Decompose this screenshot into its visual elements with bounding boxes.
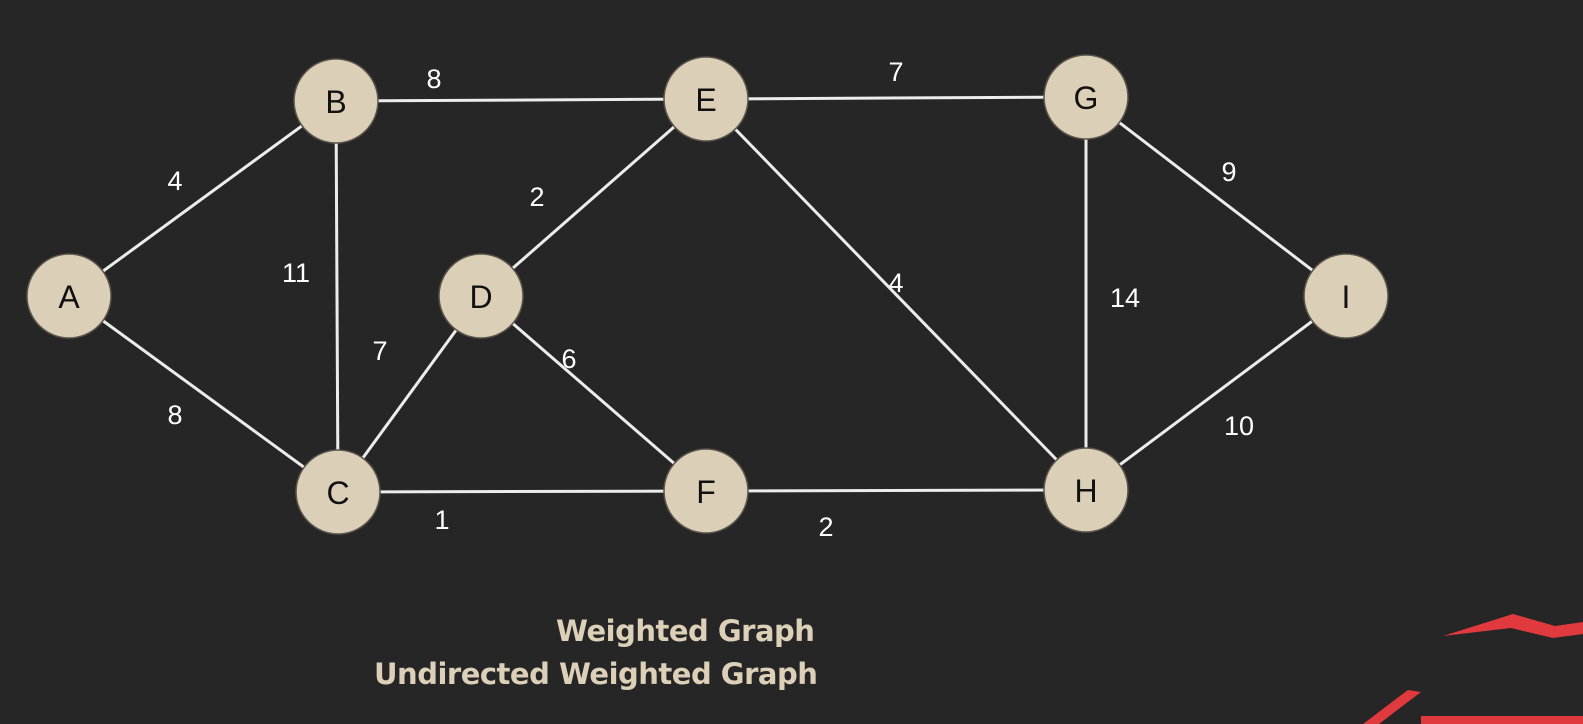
node-circle-i [1303,253,1389,339]
caption-weighted-graph: Weighted Graph [556,614,815,648]
edge-weight-d-f: 6 [561,344,576,374]
node-circle-a [26,253,112,339]
caption-undirected-weighted-graph: Undirected Weighted Graph [374,657,818,691]
node-e: E [663,56,749,142]
node-label-h: H [1074,473,1097,509]
node-circle-e [663,56,749,142]
edge-f-h [705,488,1087,493]
node-circle-b [293,58,379,144]
edge-a-c [68,294,339,494]
edges-layer [68,95,1347,494]
edge-weight-b-e: 8 [426,64,441,94]
node-f: F [663,448,749,534]
node-label-d: D [469,279,492,315]
logo-swoosh-top [1443,614,1583,638]
node-g: G [1043,54,1129,140]
node-c: C [295,449,381,535]
edge-weight-f-h: 2 [818,512,833,542]
weights-layer: 4 8 11 8 7 1 2 6 7 4 2 14 9 10 [167,57,1254,542]
edge-weight-g-i: 9 [1221,157,1236,187]
edge-g-i [1085,95,1347,298]
node-label-f: F [696,474,716,510]
edge-d-e [480,97,707,298]
logo-text-fragment [1421,716,1583,724]
logo-swoosh-bottom [1363,690,1421,724]
edge-b-e [335,97,707,103]
node-circle-g [1043,54,1129,140]
edge-b-c [334,100,340,493]
node-circle-d [438,253,524,339]
edge-e-h [704,97,1088,492]
edge-weight-e-g: 7 [888,57,903,87]
edge-c-f [337,489,707,494]
edge-d-f [480,294,707,493]
edge-weight-g-h: 14 [1110,283,1140,313]
edge-weight-a-b: 4 [167,166,182,196]
node-label-g: G [1074,80,1099,116]
node-circle-h [1043,447,1129,533]
edge-weight-d-e: 2 [529,182,544,212]
node-label-i: I [1342,279,1351,315]
node-circle-c [295,449,381,535]
node-label-a: A [58,279,80,315]
node-label-b: B [325,84,346,120]
node-a: A [26,253,112,339]
node-b: B [293,58,379,144]
node-label-c: C [326,475,349,511]
node-circle-f [663,448,749,534]
nodes-layer: A B C D E F G H I [26,54,1389,535]
edge-h-i [1085,294,1347,492]
node-d: D [438,253,524,339]
logo-mark [1363,614,1583,724]
edge-e-g [705,95,1087,101]
node-label-e: E [695,82,716,118]
edge-weight-a-c: 8 [167,400,182,430]
edge-a-b [68,99,337,298]
edge-weight-c-f: 1 [434,505,449,535]
node-h: H [1043,447,1129,533]
edge-weight-h-i: 10 [1224,411,1254,441]
node-i: I [1303,253,1389,339]
edge-weight-e-h: 4 [888,268,903,298]
edge-weight-c-d: 7 [372,336,387,366]
edge-weight-b-c: 11 [282,258,310,288]
